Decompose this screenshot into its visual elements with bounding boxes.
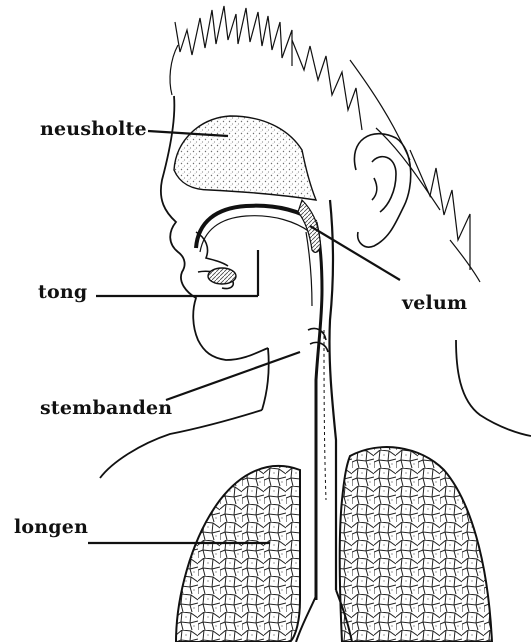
label-stembanden: stembanden (40, 397, 172, 419)
label-velum: velum (402, 292, 467, 314)
tongue-tip (208, 268, 236, 284)
leader-velum (310, 226, 400, 280)
ear (354, 134, 410, 247)
right-lung (340, 447, 492, 642)
label-neusholte: neusholte (40, 118, 147, 140)
left-lung (176, 466, 300, 642)
nasal-cavity (174, 116, 316, 200)
label-longen: longen (14, 516, 88, 538)
label-tong: tong (38, 281, 87, 303)
pharynx-trachea (306, 200, 336, 600)
